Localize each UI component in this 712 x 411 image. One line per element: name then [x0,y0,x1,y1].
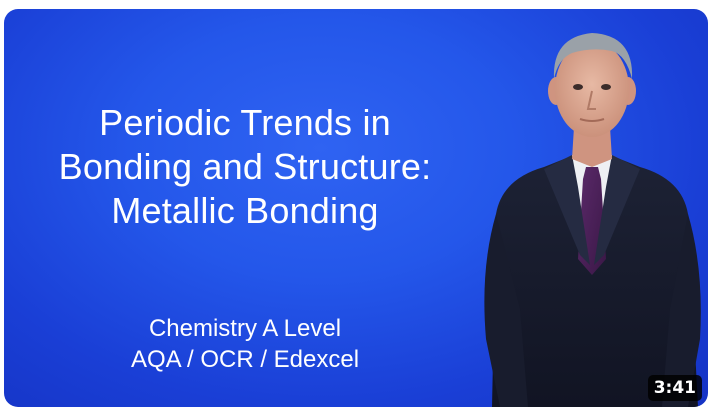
title-line-3: Metallic Bonding [111,190,379,231]
subtitle-line-1: Chemistry A Level [148,315,342,342]
duration-badge: 3:41 [647,375,702,401]
thumbnail-title: Periodic Trends in Bonding and Structure… [4,101,486,233]
title-line-2: Bonding and Structure: [58,146,432,187]
subtitle-line-2: AQA / OCR / Edexcel [130,346,360,373]
presenter-image [484,33,701,407]
video-thumbnail[interactable]: Periodic Trends in Bonding and Structure… [4,9,708,407]
thumbnail-subtitle: Chemistry A Level AQA / OCR / Edexcel [4,313,486,375]
title-line-1: Periodic Trends in [99,102,391,143]
